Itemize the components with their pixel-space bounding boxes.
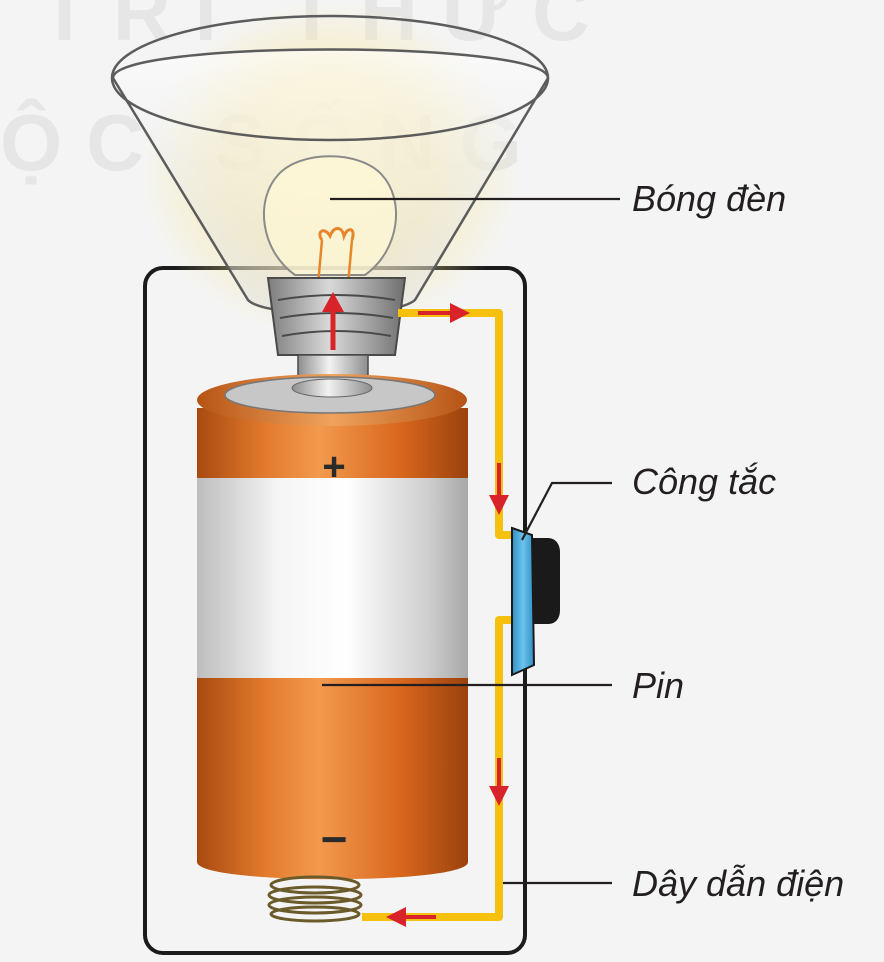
current-arrow-bulb	[322, 292, 344, 350]
arrow-right-top	[418, 303, 470, 323]
battery-label-band	[197, 478, 468, 678]
label-switch: Công tắc	[632, 461, 777, 502]
leader-switch	[521, 481, 612, 541]
label-bulb: Bóng đèn	[632, 178, 787, 219]
battery: + −	[197, 374, 468, 880]
switch	[511, 526, 560, 677]
arrow-down-upper	[489, 463, 509, 515]
light-bulb	[262, 155, 398, 286]
battery-plus-sign: +	[322, 445, 345, 489]
leader-lines	[322, 197, 620, 885]
label-wire: Dây dẫn điện	[632, 863, 845, 904]
label-battery: Pin	[632, 665, 685, 706]
battery-spring	[267, 875, 363, 923]
arrow-left-bottom	[386, 907, 436, 927]
battery-minus-sign: −	[321, 813, 348, 865]
current-arrows-wire	[386, 303, 509, 927]
filament	[318, 227, 355, 242]
arrow-down-lower	[489, 758, 509, 806]
